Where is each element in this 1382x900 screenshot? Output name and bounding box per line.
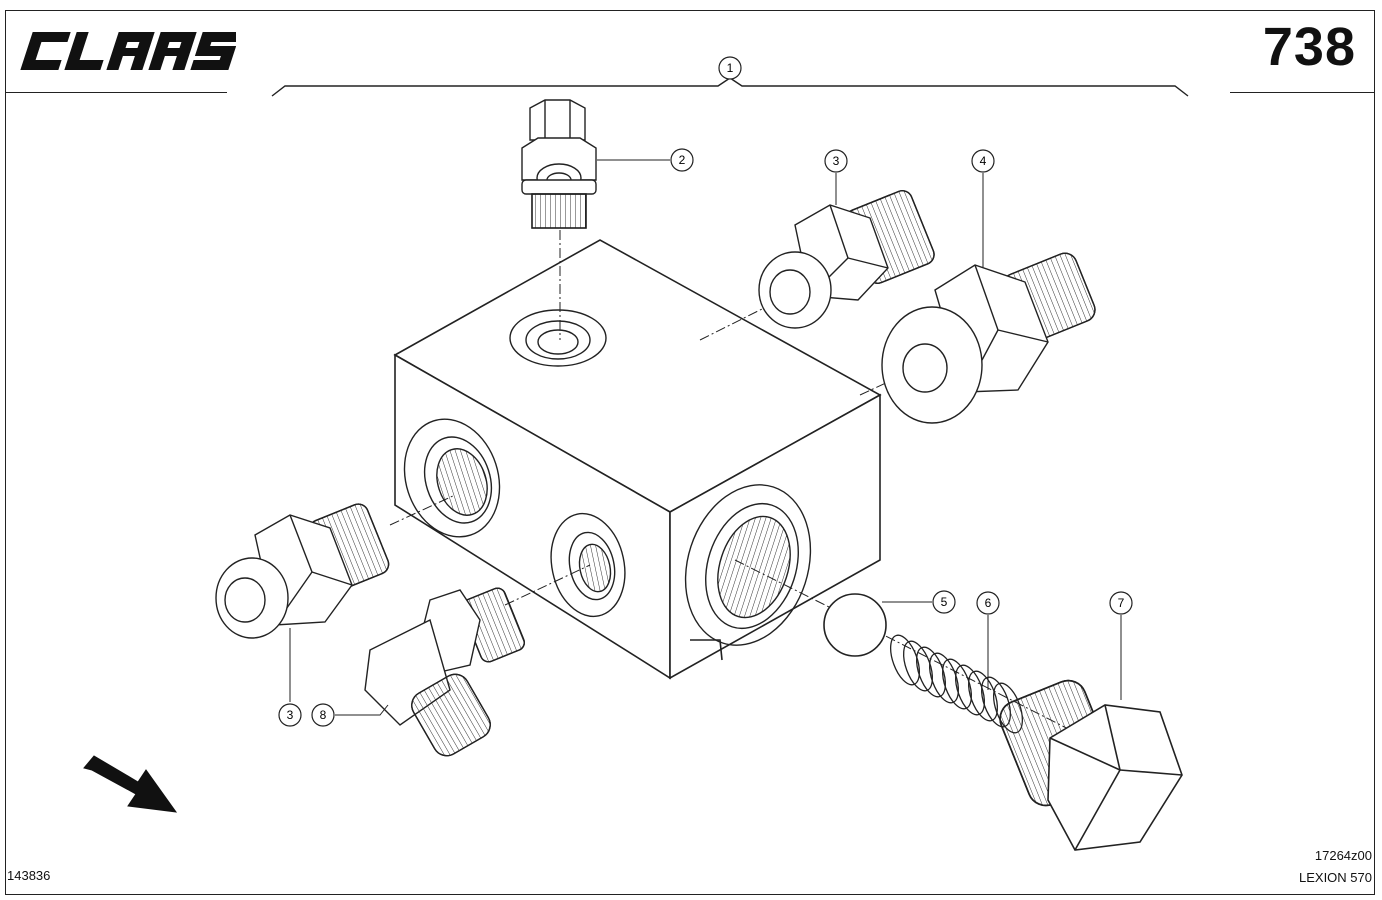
claas-logo [20,32,236,70]
callout-2: 2 [670,148,694,172]
svg-text:4: 4 [980,154,987,168]
drawing-number: 17264z00 [1314,848,1372,863]
svg-text:3: 3 [833,154,840,168]
drawing-frame [5,10,1375,895]
catalog-number: 143836 [7,868,51,883]
callout-6: 6 [976,591,1000,615]
leader-lines [289,159,1122,716]
left-face-port-small [550,512,626,618]
part-5-ball [823,593,887,657]
header-rule-right [1230,92,1375,93]
callout-3-lower: 3 [278,703,302,727]
callout-3-upper: 3 [824,149,848,173]
page-number: 738 [1262,17,1356,77]
arrow-down-right-icon [83,755,178,813]
header-rule-left [5,92,227,93]
callout-7: 7 [1109,591,1133,615]
svg-text:2: 2 [679,153,686,167]
svg-text:6: 6 [985,596,992,610]
model-name: LEXION 570 [1299,870,1372,885]
part-2-fitting [521,99,597,229]
part-3-fitting-upper [758,190,935,329]
left-face-port-large [403,418,501,538]
callout-1: 1 [718,56,742,80]
part-3-fitting-lower [215,503,390,639]
part-7-plug [999,679,1183,851]
part-8-elbow-fitting [364,587,525,757]
svg-text:3: 3 [287,708,294,722]
assembly-brace [271,77,1189,97]
svg-text:7: 7 [1118,596,1125,610]
callout-8: 8 [311,703,335,727]
right-face-port [684,484,812,646]
callouts: 1 2 3 4 5 6 7 3 [278,56,1133,727]
callout-5: 5 [932,590,956,614]
svg-text:8: 8 [320,708,327,722]
svg-text:5: 5 [941,595,948,609]
callout-4: 4 [971,149,995,173]
part-4-fitting [881,252,1096,424]
svg-text:1: 1 [727,61,734,75]
top-port [509,309,607,367]
